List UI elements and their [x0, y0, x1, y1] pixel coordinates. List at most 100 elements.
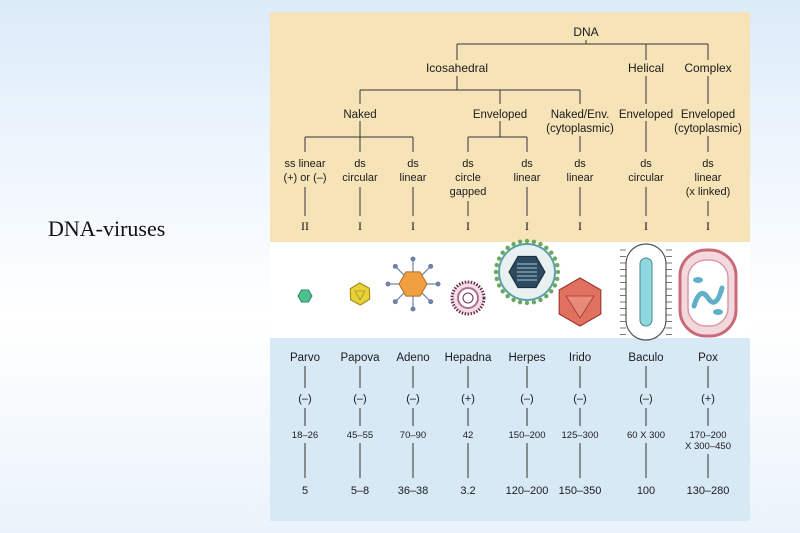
genome-label: circular: [342, 172, 378, 184]
genome-size: 150–350: [559, 485, 602, 497]
envelope-label-cpxenv: (cytoplasmic): [674, 123, 742, 135]
baculo-virion-icon: [620, 243, 672, 341]
genome-label: ds: [407, 158, 419, 170]
herpes-glycoprotein: [555, 269, 561, 275]
family-name: Adeno: [396, 352, 429, 364]
symmetry-label-helical: Helical: [628, 61, 664, 75]
genome-polarity: (+): [461, 393, 475, 405]
virion-size: 170–200: [690, 430, 727, 441]
herpes-glycoprotein: [552, 256, 558, 261]
herpes-glycoprotein: [511, 241, 516, 247]
genome-size: 5: [302, 485, 308, 497]
family-name: Papova: [340, 352, 380, 364]
genome-label: ds: [354, 158, 366, 170]
family-name: Hepadna: [445, 352, 492, 364]
envelope-label-env: Enveloped: [473, 109, 527, 121]
genome-label: ss linear: [285, 158, 326, 170]
envelope-label-naked: Naked: [343, 109, 376, 121]
virion-size: 125–300: [562, 430, 599, 441]
herpes-glycoprotein: [517, 239, 523, 244]
herpes-glycoprotein: [494, 262, 499, 268]
genome-polarity: (–): [353, 393, 366, 405]
herpes-glycoprotein: [494, 276, 499, 282]
pox-lateral-body: [693, 277, 703, 283]
adeno-capsid: [398, 271, 428, 297]
virion-size: 70–90: [400, 430, 426, 441]
herpes-glycoprotein: [511, 297, 516, 303]
family-name: Baculo: [628, 352, 663, 364]
genome-label: (x linked): [686, 186, 731, 198]
adeno-fiber: [395, 292, 405, 302]
herpes-virion-icon: [493, 238, 561, 306]
baltimore-class: I: [706, 219, 710, 233]
classification-panel: [270, 12, 750, 242]
herpes-glycoprotein: [549, 289, 554, 294]
genome-polarity: (–): [639, 393, 652, 405]
herpes-glycoprotein: [555, 262, 560, 268]
parvo-virion-icon: [297, 289, 313, 303]
genome-label: linear: [695, 172, 722, 184]
genome-size: 36–38: [398, 485, 429, 497]
genome-label: linear: [514, 172, 541, 184]
herpes-glycoprotein: [524, 238, 530, 244]
adeno-knob: [428, 299, 434, 305]
baculo-nucleocapsid: [639, 257, 653, 327]
herpes-glycoprotein: [544, 245, 549, 250]
genome-size: 130–280: [687, 485, 730, 497]
genome-label: ds: [574, 158, 586, 170]
adeno-knob: [428, 263, 434, 269]
virion-size: 150–200: [509, 430, 546, 441]
adeno-knob: [410, 306, 416, 312]
symmetry-label-icosahedral: Icosahedral: [426, 61, 488, 75]
envelope-label-nakedenv: (cytoplasmic): [546, 123, 614, 135]
family-name: Irido: [569, 352, 591, 364]
baltimore-class: I: [358, 219, 362, 233]
properties-panel: [270, 338, 750, 521]
herpes-glycoprotein: [538, 297, 543, 303]
genome-size: 3.2: [460, 485, 475, 497]
adeno-knob: [410, 256, 416, 262]
genome-label: linear: [567, 172, 594, 184]
virion-size: 60 X 300: [627, 430, 665, 441]
envelope-label-cpxenv: Enveloped: [681, 109, 735, 121]
genome-label: circle: [455, 172, 481, 184]
virion-icons: [297, 238, 738, 341]
virion-size: 45–55: [347, 430, 373, 441]
virion-size: X 300–450: [685, 441, 731, 452]
herpes-glycoprotein: [505, 245, 510, 250]
virion-size: 18–26: [292, 430, 318, 441]
herpes-glycoprotein: [493, 269, 499, 275]
virion-size: 42: [463, 430, 474, 441]
hepadna-core: [457, 287, 479, 309]
genome-polarity: (+): [701, 393, 715, 405]
genome-polarity: (–): [520, 393, 533, 405]
adeno-knob: [385, 281, 391, 287]
genome-label: ds: [702, 158, 714, 170]
genome-size: 120–200: [506, 485, 549, 497]
herpes-glycoprotein: [517, 300, 523, 305]
herpes-glycoprotein: [531, 300, 537, 305]
adeno-fiber: [395, 266, 405, 276]
pox-lateral-body: [713, 309, 723, 315]
adeno-fiber: [421, 292, 431, 302]
hepadna-virion-icon: [450, 280, 486, 316]
herpes-glycoprotein: [505, 294, 510, 299]
herpes-glycoprotein: [538, 241, 543, 247]
family-name: Herpes: [508, 352, 545, 364]
herpes-glycoprotein: [544, 294, 549, 299]
papova-capsid: [349, 282, 371, 306]
genome-label: ds: [462, 158, 474, 170]
family-columns: ss linear(+) or (–)IIParvo(–)18–265dscir…: [283, 158, 731, 497]
herpes-glycoprotein: [496, 283, 502, 288]
adeno-fiber: [421, 266, 431, 276]
pox-core: [691, 285, 725, 309]
herpes-glycoprotein: [496, 256, 502, 261]
